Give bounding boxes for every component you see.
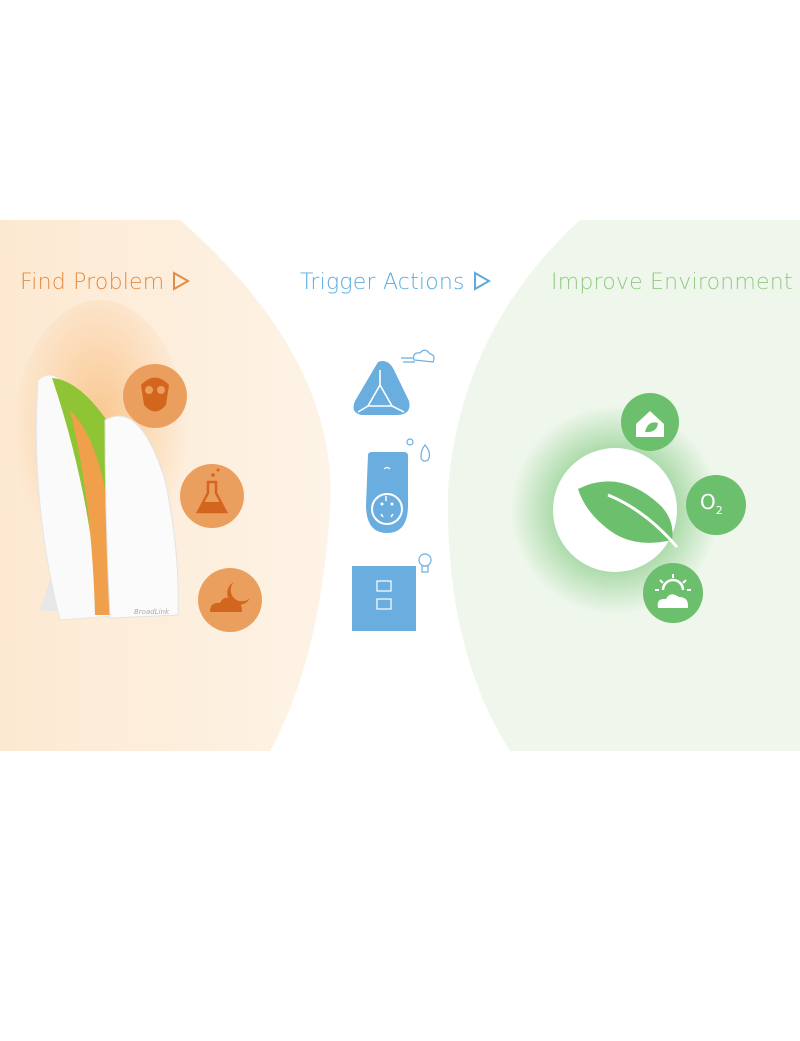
triangle-right-icon bbox=[173, 271, 191, 291]
oxygen-icon bbox=[686, 475, 746, 535]
oxygen-label: O2 bbox=[700, 490, 723, 517]
leaf-icon bbox=[578, 481, 679, 548]
triangle-right-icon bbox=[473, 271, 491, 291]
step-improve-environment: Improve Environment bbox=[551, 270, 793, 295]
wall-switch-light-icon bbox=[352, 553, 432, 631]
ir-remote-fan-icon bbox=[353, 349, 435, 415]
sun-cloud-icon bbox=[643, 563, 703, 623]
chemical-flask-icon bbox=[180, 464, 244, 528]
gas-mask-icon bbox=[123, 364, 187, 428]
device-brand-logo: BroadLink bbox=[134, 608, 170, 616]
step-find-problem: Find Problem bbox=[20, 270, 191, 295]
infographic-band bbox=[0, 220, 800, 751]
step-trigger-actions: Trigger Actions bbox=[300, 270, 491, 295]
eco-home-icon bbox=[621, 393, 679, 451]
cloud-night-icon bbox=[198, 568, 262, 632]
smart-plug-humidity-icon bbox=[366, 438, 431, 533]
